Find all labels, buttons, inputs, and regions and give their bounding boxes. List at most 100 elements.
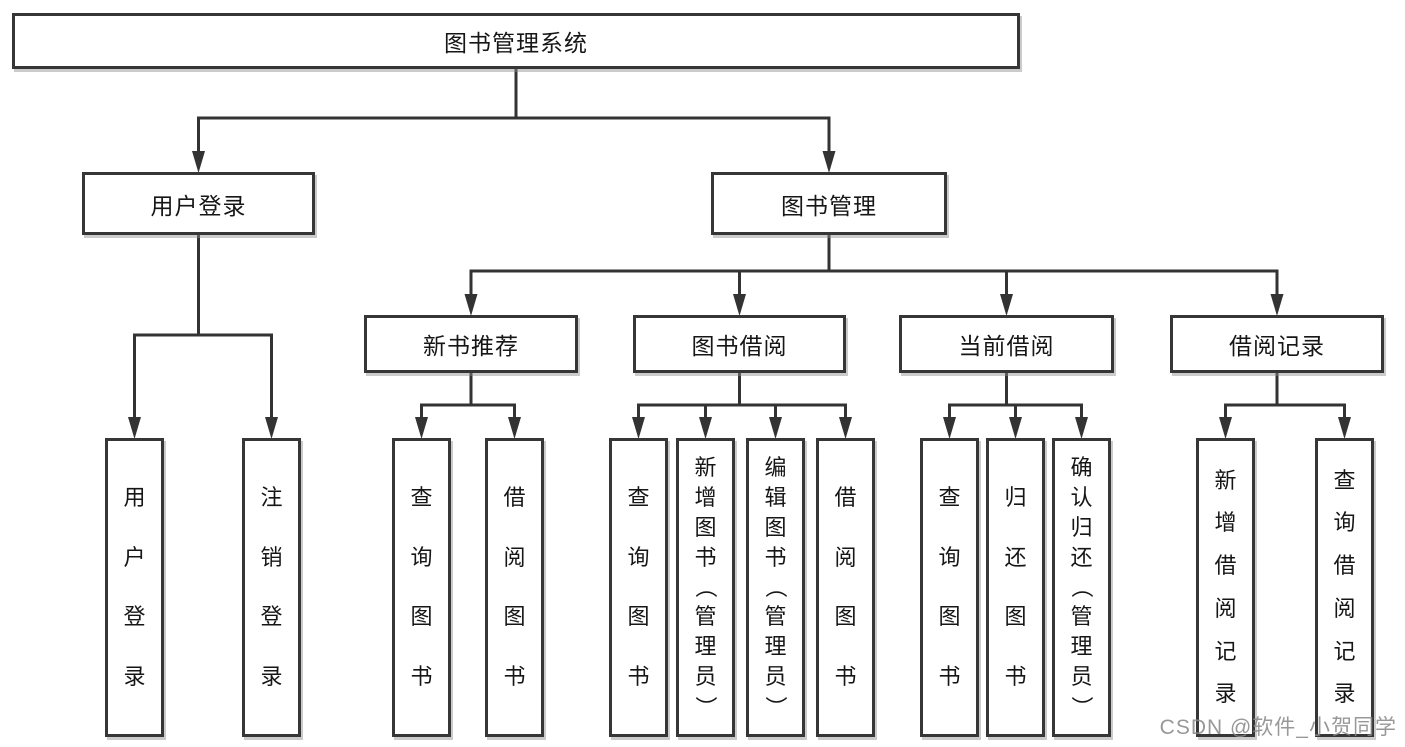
- arrowhead-icon: [733, 294, 746, 316]
- node-label-char: 查: [1333, 467, 1356, 493]
- node-label-char: 查: [938, 484, 961, 510]
- arrowhead-icon: [1075, 417, 1088, 439]
- node-label-char: 归: [1004, 484, 1027, 510]
- node-label: 图书管理: [781, 192, 877, 219]
- node-borrow-borrow: 借阅图书: [816, 438, 875, 737]
- node-mgmt: 图书管理: [711, 172, 947, 235]
- node-label-char: 借: [834, 484, 857, 510]
- node-label-char: 查: [410, 484, 433, 510]
- node-label-char: 图: [503, 604, 526, 630]
- arrowhead-icon: [1009, 417, 1022, 439]
- node-label: 图书管理系统: [444, 30, 588, 56]
- arrowhead-icon: [943, 417, 956, 439]
- node-label-char: 录: [1214, 681, 1237, 707]
- node-label-char: 阅: [1214, 595, 1237, 621]
- node-label-char: 询: [410, 544, 433, 570]
- arrowhead-icon: [699, 417, 712, 439]
- arrowhead-icon: [265, 417, 278, 439]
- arrowhead-icon: [1270, 294, 1284, 316]
- arrowhead-icon: [822, 151, 836, 173]
- node-label-char: 借: [503, 484, 526, 510]
- node-label-char: 理: [1070, 634, 1093, 660]
- arrowhead-icon: [769, 417, 782, 439]
- arrowhead-icon: [1338, 417, 1351, 439]
- node-label-char: ）: [763, 696, 789, 719]
- node-label-char: 询: [1333, 510, 1356, 536]
- node-label-char: 查: [627, 484, 650, 510]
- node-label-char: 图: [938, 604, 961, 630]
- node-current-return: 归还图书: [986, 438, 1045, 737]
- node-rec-borrow: 借阅图书: [485, 438, 544, 737]
- arrowhead-icon: [632, 417, 645, 439]
- node-label-char: 阅: [1333, 595, 1356, 621]
- node-current: 当前借阅: [899, 315, 1114, 373]
- node-label: 用户登录: [150, 192, 247, 219]
- node-label: 图书借阅: [691, 333, 788, 359]
- node-label: 当前借阅: [958, 333, 1055, 359]
- arrowhead-icon: [508, 417, 521, 439]
- node-current-query: 查询图书: [920, 438, 979, 737]
- node-rec: 新书推荐: [364, 315, 578, 373]
- node-login-user: 用户登录: [105, 438, 164, 737]
- node-label-char: 管: [764, 604, 787, 630]
- node-label: 新书推荐: [423, 333, 519, 359]
- node-label-char: 图: [410, 604, 433, 630]
- node-label-char: 登: [260, 604, 283, 630]
- node-label-char: 户: [123, 544, 146, 570]
- watermark-text: CSDN @软件_小贺同学: [1159, 716, 1397, 739]
- node-label-char: 书: [764, 544, 787, 570]
- node-label-char: 书: [1004, 664, 1027, 690]
- node-label-char: 还: [1070, 544, 1093, 570]
- node-label-char: 认: [1070, 484, 1093, 510]
- node-login: 用户登录: [82, 172, 315, 235]
- node-label: 借阅记录: [1229, 333, 1325, 359]
- arrowhead-icon: [192, 151, 205, 173]
- node-label-char: 管: [694, 604, 717, 630]
- node-label-char: 员: [764, 664, 787, 690]
- node-root: 图书管理系统: [12, 13, 1020, 69]
- node-label-char: 询: [627, 544, 650, 570]
- node-label-char: （: [763, 576, 789, 599]
- node-borrow-add: 新增图书（管理员）: [676, 438, 735, 737]
- node-label-char: 记: [1214, 638, 1237, 664]
- node-label-char: 书: [938, 664, 961, 690]
- arrowhead-icon: [464, 294, 478, 316]
- node-label-char: 图: [1004, 604, 1027, 630]
- node-label-char: 书: [834, 664, 857, 690]
- node-label-char: （: [693, 576, 719, 599]
- node-label-char: 编: [764, 454, 787, 480]
- node-borrow-edit: 编辑图书（管理员）: [746, 438, 805, 737]
- node-label-char: 图: [694, 514, 717, 540]
- node-label-char: 确: [1070, 454, 1093, 480]
- node-label-char: 增: [1214, 510, 1237, 536]
- node-label-char: 图: [834, 604, 857, 630]
- node-label-char: 书: [410, 664, 433, 690]
- node-label-char: 理: [764, 634, 787, 660]
- node-label-char: 注: [260, 484, 283, 510]
- arrowhead-icon: [839, 417, 852, 439]
- node-label-char: （: [1069, 576, 1095, 599]
- arrowhead-icon: [1219, 417, 1232, 439]
- node-label-char: 书: [627, 664, 650, 690]
- node-label-char: 新: [694, 454, 717, 480]
- node-label-char: 辑: [764, 484, 787, 510]
- node-label-char: 用: [123, 484, 146, 510]
- node-label-char: 阅: [834, 544, 857, 570]
- node-label-char: 借: [1333, 553, 1356, 579]
- node-label-char: 销: [260, 544, 283, 570]
- node-label-char: 书: [503, 664, 526, 690]
- node-label-char: 借: [1214, 553, 1237, 579]
- node-records: 借阅记录: [1170, 315, 1384, 373]
- node-label-char: 图: [627, 604, 650, 630]
- node-label-char: 登: [123, 604, 146, 630]
- node-label-char: 录: [123, 664, 146, 690]
- node-rec-query: 查询图书: [392, 438, 451, 737]
- node-label-char: 书: [694, 544, 717, 570]
- node-label-char: ）: [693, 696, 719, 719]
- node-label-char: 增: [694, 484, 717, 510]
- node-label-char: 理: [694, 634, 717, 660]
- node-label-char: 录: [1333, 681, 1356, 707]
- node-records-query: 查询借阅记录: [1315, 438, 1374, 737]
